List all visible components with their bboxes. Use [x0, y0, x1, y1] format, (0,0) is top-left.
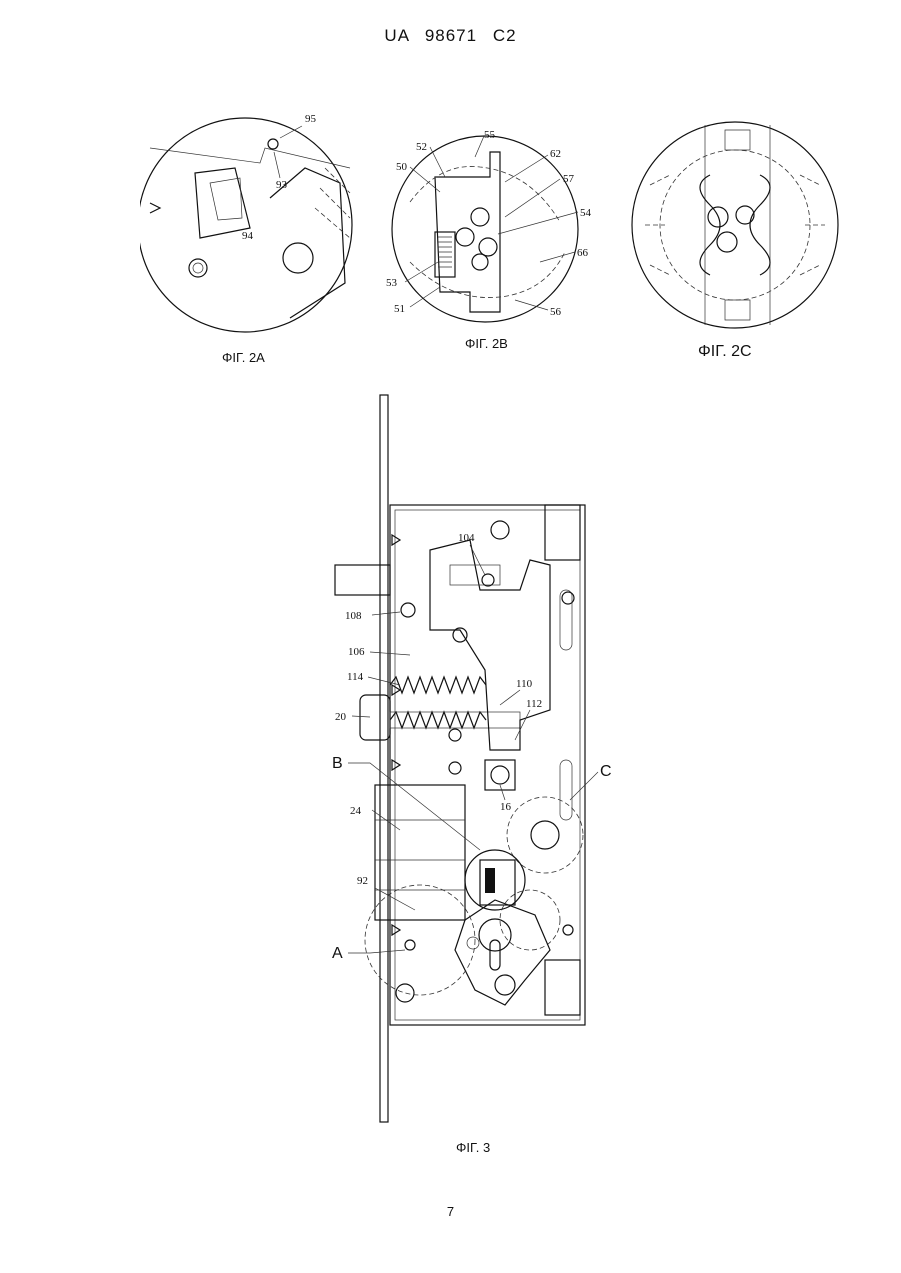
- label-108: 108: [345, 610, 362, 622]
- label-54: 54: [580, 207, 592, 219]
- figure-2a-drawing: 95 93 94: [140, 108, 360, 338]
- figure-2b-drawing: 55 52 50 62 57 54 66 53 51 56: [380, 122, 595, 327]
- patent-header: UA 98671 C2: [0, 26, 901, 46]
- letter-b: B: [332, 755, 343, 772]
- figure-2c-drawing: [630, 115, 845, 335]
- label-55: 55: [484, 129, 496, 141]
- label-56: 56: [550, 306, 562, 318]
- label-114: 114: [347, 671, 364, 683]
- label-20: 20: [335, 711, 347, 723]
- caption-fig-2a: ΦΙΓ. 2А: [222, 350, 265, 365]
- label-24: 24: [350, 805, 362, 817]
- label-50: 50: [396, 161, 408, 173]
- label-110: 110: [516, 678, 533, 690]
- caption-fig-3: ΦΙΓ. 3: [456, 1140, 490, 1155]
- label-57: 57: [563, 173, 575, 185]
- page-number: 7: [0, 1204, 901, 1219]
- letter-c: C: [600, 763, 612, 780]
- label-94: 94: [242, 230, 254, 242]
- label-104: 104: [458, 532, 475, 544]
- caption-fig-2b: ΦΙΓ. 2В: [465, 336, 508, 351]
- label-66: 66: [577, 247, 589, 259]
- label-93: 93: [276, 179, 288, 191]
- label-95: 95: [305, 113, 317, 125]
- letter-a: A: [332, 945, 343, 962]
- label-62: 62: [550, 148, 561, 160]
- label-106: 106: [348, 646, 365, 658]
- label-112: 112: [526, 698, 542, 710]
- label-51: 51: [394, 303, 405, 315]
- figure-3-drawing: 104 108 106 114 110 112 20 16 24 92 B C …: [320, 390, 620, 1125]
- label-52: 52: [416, 141, 427, 153]
- label-16: 16: [500, 801, 512, 813]
- caption-fig-2c: ΦΙΓ. 2С: [698, 343, 752, 361]
- label-92: 92: [357, 875, 368, 887]
- label-53: 53: [386, 277, 398, 289]
